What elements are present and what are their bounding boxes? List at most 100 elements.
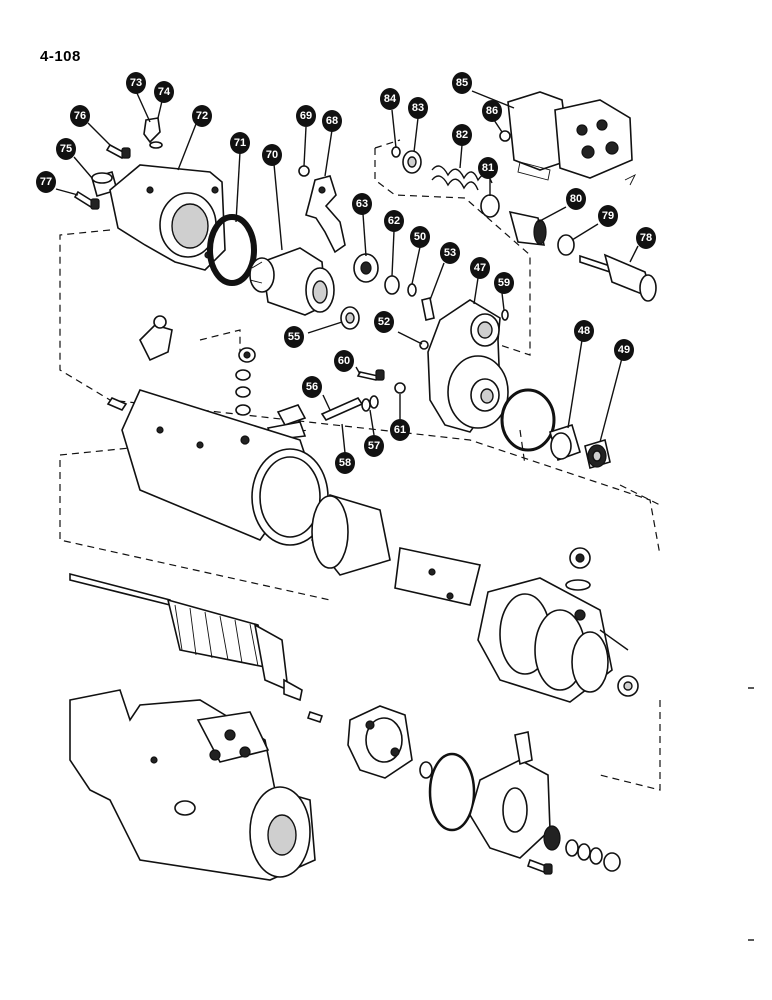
callout-76: 76 xyxy=(70,105,90,127)
seal-ring-71 xyxy=(207,214,257,286)
svg-text:71: 71 xyxy=(234,137,246,149)
washer-55 xyxy=(340,306,360,330)
callout-73: 73 xyxy=(126,72,146,94)
svg-text:72: 72 xyxy=(196,110,208,122)
callout-84: 84 xyxy=(380,88,400,110)
margin-marks xyxy=(748,687,754,941)
callout-85: 85 xyxy=(452,72,472,94)
callout-69: 69 xyxy=(296,105,316,127)
svg-text:84: 84 xyxy=(384,93,397,105)
callout-53: 53 xyxy=(440,242,460,264)
svg-text:59: 59 xyxy=(498,277,510,289)
svg-text:55: 55 xyxy=(288,331,300,343)
svg-text:73: 73 xyxy=(130,77,142,89)
callout-48: 48 xyxy=(574,320,594,342)
callout-57: 57 xyxy=(364,435,384,457)
end-frame xyxy=(469,731,551,859)
ring-59 xyxy=(501,309,509,321)
terminal-stud xyxy=(565,547,591,591)
callout-71: 71 xyxy=(230,132,250,154)
callout-86: 86 xyxy=(482,100,502,122)
callout-72: 72 xyxy=(192,105,212,127)
callout-78: 78 xyxy=(636,227,656,249)
svg-text:63: 63 xyxy=(356,198,368,210)
leader-lines xyxy=(55,90,639,454)
callout-50: 50 xyxy=(410,226,430,248)
pole-sleeve xyxy=(311,494,391,576)
ring-62 xyxy=(384,275,400,295)
starter-frame xyxy=(121,389,329,546)
solenoid-85 xyxy=(507,91,637,186)
svg-text:48: 48 xyxy=(578,325,590,337)
callout-49: 49 xyxy=(614,339,634,361)
page-number: 4-108 xyxy=(40,48,81,65)
callout-70: 70 xyxy=(262,144,282,166)
svg-text:83: 83 xyxy=(412,102,424,114)
svg-text:75: 75 xyxy=(60,143,72,155)
callout-74: 74 xyxy=(154,81,174,103)
svg-text:69: 69 xyxy=(300,110,312,122)
svg-text:49: 49 xyxy=(618,344,630,356)
callout-52: 52 xyxy=(374,311,394,333)
svg-text:76: 76 xyxy=(74,110,86,122)
nose-housing-72 xyxy=(109,164,226,271)
plug-50 xyxy=(407,283,417,297)
drive-assembly-70 xyxy=(249,247,335,316)
svg-text:56: 56 xyxy=(306,381,318,393)
plunger-80 xyxy=(508,210,547,246)
pin-56 xyxy=(320,396,364,422)
washer-field xyxy=(617,675,639,697)
svg-text:80: 80 xyxy=(570,193,582,205)
pin-74 xyxy=(149,141,163,149)
ring-84 xyxy=(391,146,401,158)
svg-text:70: 70 xyxy=(266,149,278,161)
svg-text:79: 79 xyxy=(602,210,614,222)
svg-text:57: 57 xyxy=(368,440,380,452)
brush-plate xyxy=(306,705,413,779)
nut-61 xyxy=(394,382,406,394)
assembled-starter xyxy=(69,689,316,881)
callout-59: 59 xyxy=(494,272,514,294)
svg-text:62: 62 xyxy=(388,215,400,227)
callout-68: 68 xyxy=(322,110,342,132)
ring-57 xyxy=(361,395,379,412)
bushing-48 xyxy=(549,423,581,462)
callout-63: 63 xyxy=(352,193,372,215)
callouts: 73 74 76 72 75 77 71 70 69 68 84 83 85 8… xyxy=(36,72,656,474)
washer-79 xyxy=(557,234,575,256)
callout-56: 56 xyxy=(302,376,322,398)
callout-79: 79 xyxy=(598,205,618,227)
armature xyxy=(69,572,303,702)
svg-text:77: 77 xyxy=(40,176,52,188)
svg-text:86: 86 xyxy=(486,105,498,117)
svg-text:68: 68 xyxy=(326,115,338,127)
nut-69 xyxy=(298,165,310,177)
callout-62: 62 xyxy=(384,210,404,232)
callout-75: 75 xyxy=(56,138,76,160)
svg-text:58: 58 xyxy=(339,457,351,469)
screw-60 xyxy=(356,369,385,381)
washer-81 xyxy=(480,194,500,218)
lever-housing-47 xyxy=(427,299,509,433)
svg-text:53: 53 xyxy=(444,247,456,259)
callout-77: 77 xyxy=(36,171,56,193)
washer-83 xyxy=(402,150,422,174)
pin-73 xyxy=(143,117,161,144)
plug-52 xyxy=(419,340,429,350)
bushing-63 xyxy=(353,253,379,283)
callout-61: 61 xyxy=(390,419,410,441)
pin-53 xyxy=(421,297,435,321)
plunger-78 xyxy=(579,253,657,302)
o-ring-large xyxy=(500,388,556,452)
bushing-49 xyxy=(584,438,611,470)
svg-text:47: 47 xyxy=(474,262,486,274)
callout-60: 60 xyxy=(334,350,354,372)
shift-lever-68 xyxy=(305,175,346,254)
pole-shoe xyxy=(394,547,481,606)
svg-text:61: 61 xyxy=(394,424,406,436)
screw-77 xyxy=(73,190,100,210)
callout-58: 58 xyxy=(335,452,355,474)
svg-text:52: 52 xyxy=(378,316,390,328)
